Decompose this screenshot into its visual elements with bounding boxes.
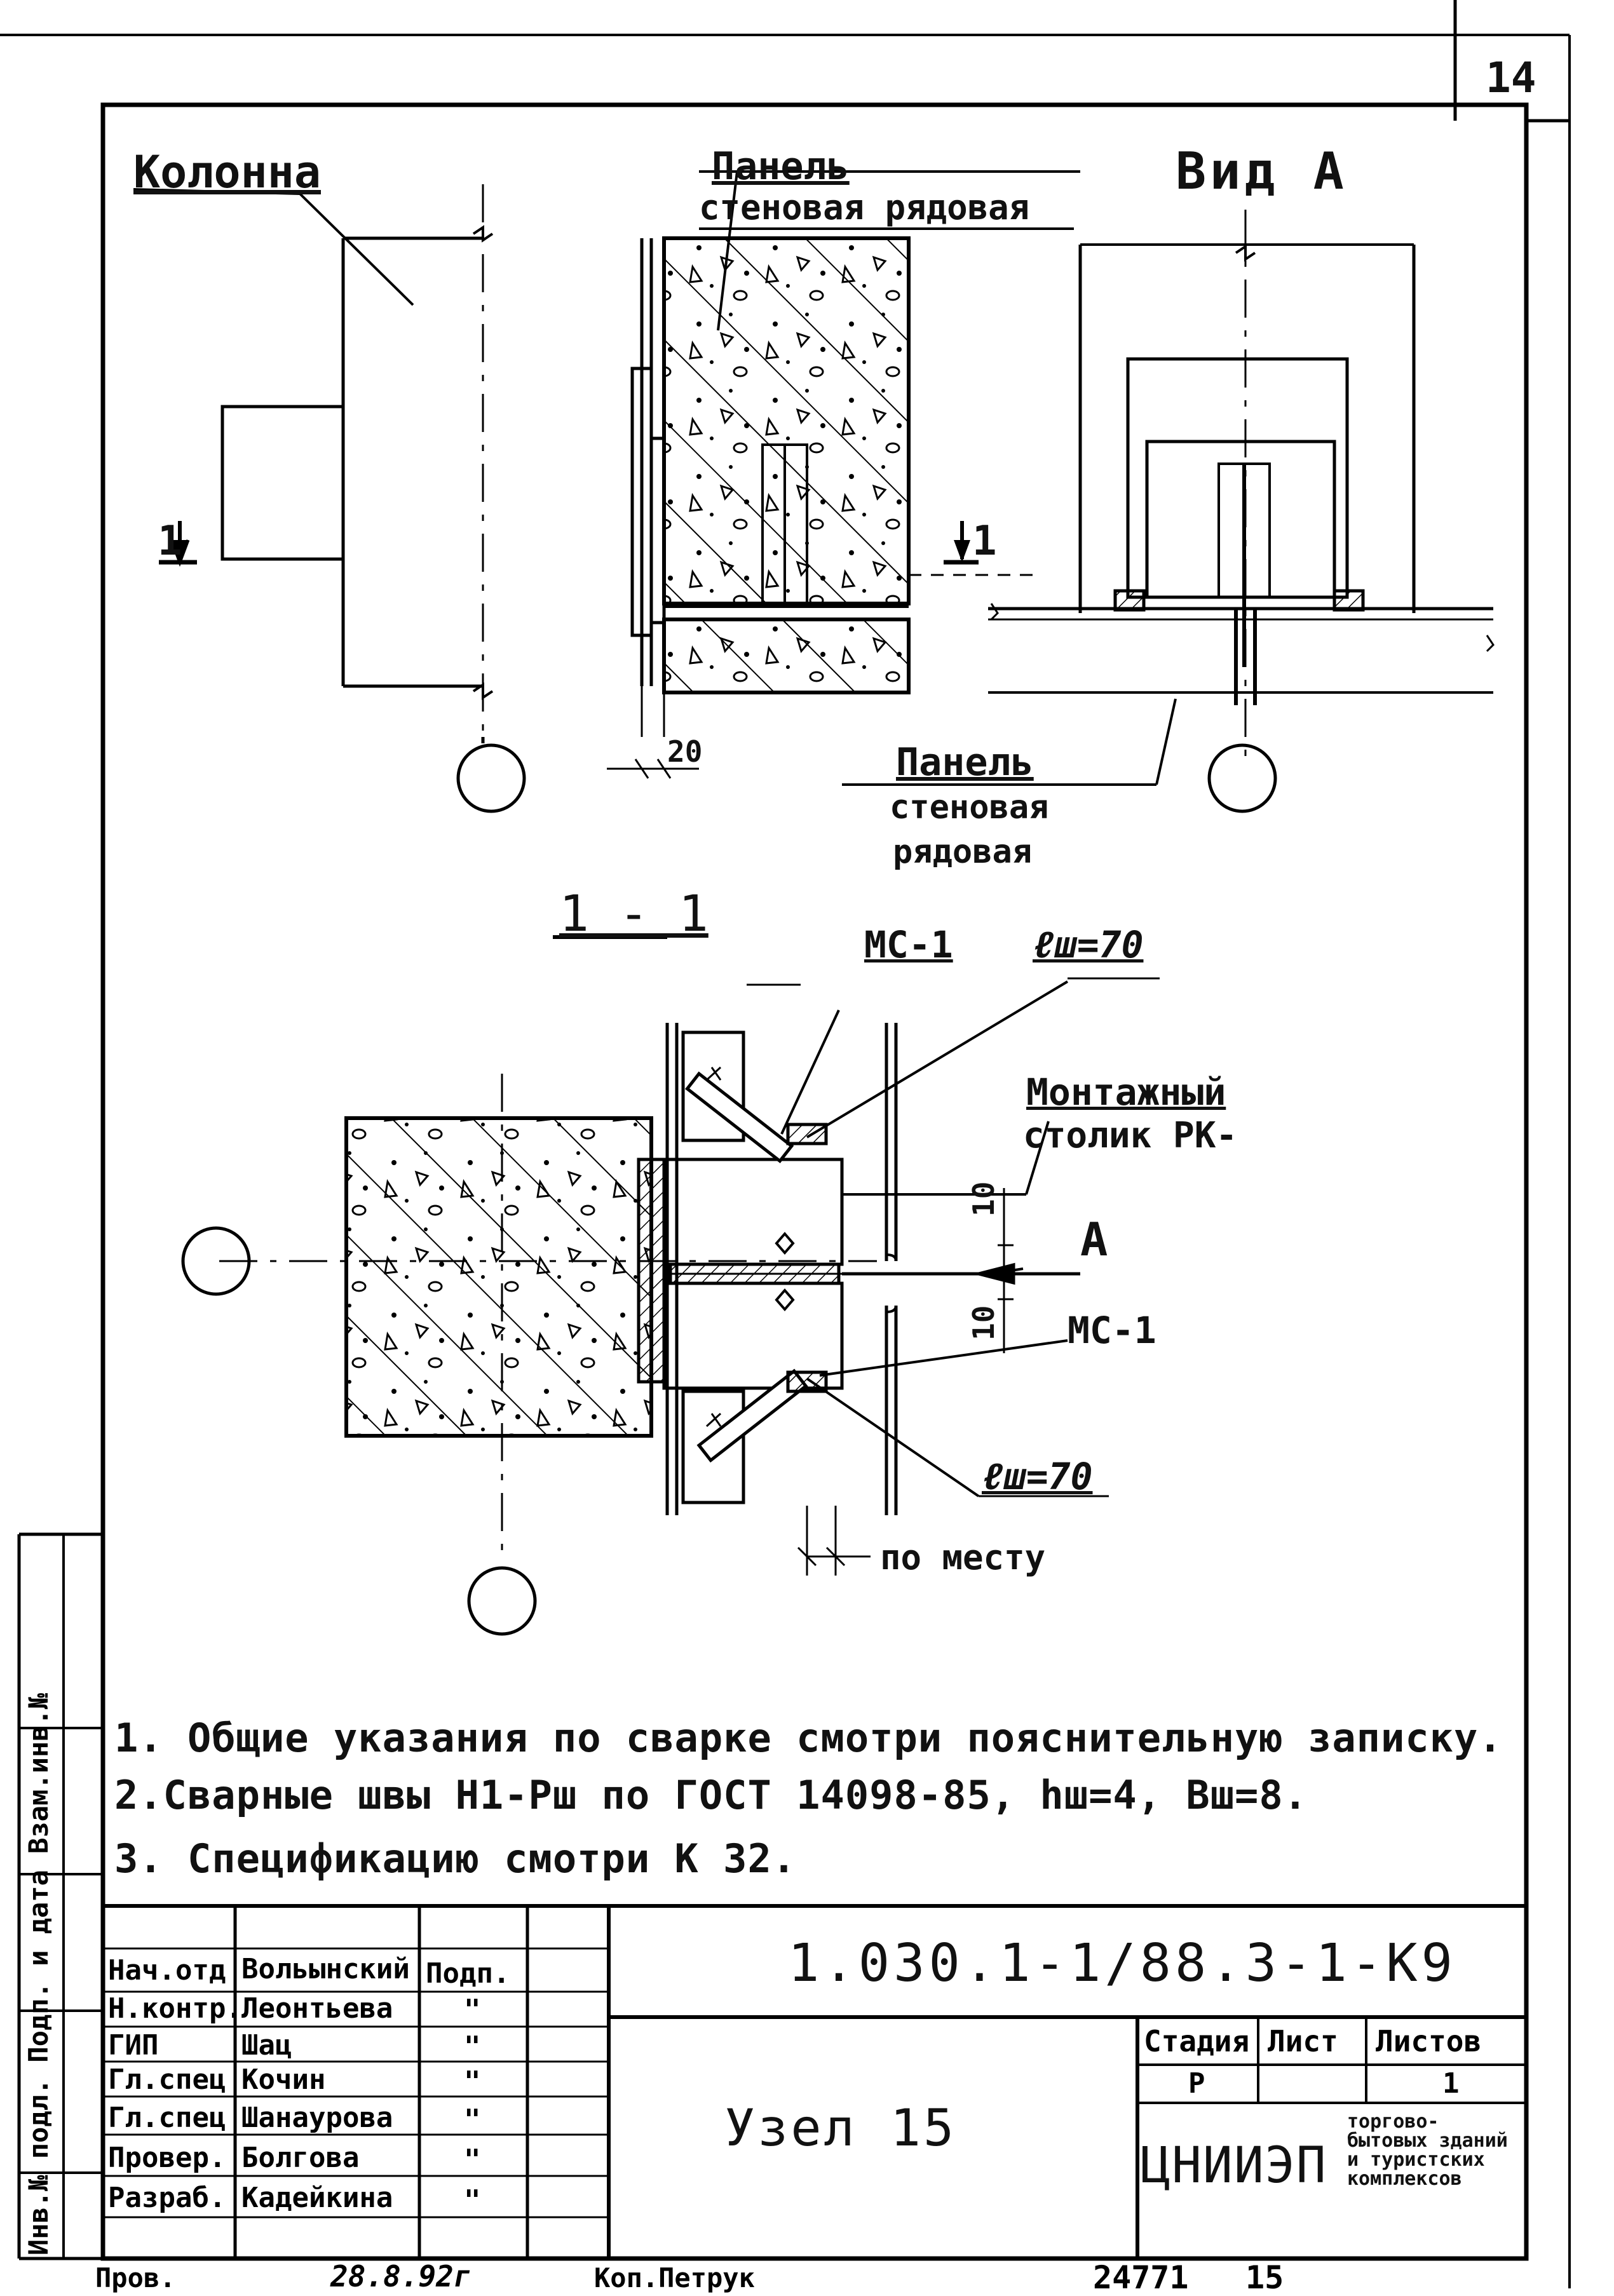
section-marker-right: 1 [972, 518, 997, 565]
tb-role-4: Гл.спец [108, 2102, 226, 2134]
tb-name-2: Шац [241, 2029, 292, 2062]
tb-role-0: Нач.отд [108, 1954, 226, 1987]
section-marker-left: 1 [158, 518, 182, 565]
tb-name-6: Кадейкина [241, 2182, 393, 2214]
mc1-top-label: МС-1 [864, 923, 953, 966]
tb-name-1: Леонтьева [241, 1992, 393, 2025]
sheet-header: Лист [1268, 2024, 1338, 2058]
footer-format: 15 [1245, 2259, 1284, 2296]
footer-copied: Коп.Петрук [594, 2262, 755, 2293]
tb-role-3: Гл.спец [108, 2063, 226, 2096]
weld-length-bottom-label: ℓш=70 [982, 1455, 1093, 1498]
panel-right-label-line2: стеновая [890, 788, 1049, 827]
tb-sign-4: " [464, 2104, 481, 2136]
note-1: 1. Общие указания по сварке смотри поясн… [114, 1715, 1503, 1761]
panel-right-label-line1: Панель [896, 740, 1034, 785]
tb-name-4: Шанаурова [241, 2102, 393, 2134]
footer-checked: Пров. [95, 2262, 176, 2293]
view-a-elevation [842, 210, 1495, 813]
tb-role-6: Разраб. [108, 2182, 226, 2214]
tb-sign-3: " [464, 2065, 481, 2098]
panel-right-label-line3: рядовая [893, 833, 1033, 871]
stage-header: Стадия [1144, 2024, 1250, 2058]
view-a-arrow-label: А [1080, 1213, 1108, 1266]
drawing-title: Узел 15 [724, 2098, 957, 2158]
tb-name-0: Вольынский [241, 1953, 410, 1985]
sheet-number: 14 [1486, 53, 1536, 102]
panel-top-label-line2: стеновая рядовая [699, 187, 1030, 227]
document-code: 1.030.1-1/88.3-1-К9 [788, 1933, 1456, 1994]
footer-signature-date: 28.8.92г [330, 2259, 471, 2293]
note-2: 2.Сварные швы Н1-Рш по ГОСТ 14098-85, hш… [114, 1772, 1308, 1818]
side-stamp: Инв.№ подл. Подп. и дата Взам.инв.№ [23, 1692, 54, 2255]
mounting-table-label-line1: Монтажный [1026, 1070, 1226, 1114]
tb-name-5: Болгова [241, 2142, 360, 2174]
mounting-table-label-line2: столик РК- [1023, 1115, 1238, 1156]
footer-archive-number: 24771 [1093, 2259, 1189, 2296]
dim-10-bottom-label: 10 [966, 1305, 1001, 1340]
tb-sign-1: " [464, 1994, 481, 2026]
title-block-grid [103, 1904, 1526, 2259]
column-elevation [133, 184, 526, 813]
organization-name: ЦНИИЭП [1141, 2137, 1327, 2194]
sheets-header: Листов [1376, 2024, 1482, 2058]
section-title: 1 - 1 [559, 886, 709, 943]
view-a-title: Вид А [1176, 142, 1348, 201]
panel-top-label-line1: Панель [712, 144, 850, 189]
tb-name-3: Кочин [241, 2063, 326, 2096]
tb-role-5: Провер. [108, 2142, 226, 2174]
tb-role-2: ГИП [108, 2029, 159, 2062]
organization-subtitle: торгово-бытовых зданий и туристских комп… [1347, 2110, 1508, 2190]
tb-sign-0: Подп. [426, 1957, 510, 1990]
section-1-1 [181, 935, 1160, 1636]
sheets-value: 1 [1442, 2067, 1460, 2100]
dim-10-top-label: 10 [966, 1181, 1001, 1217]
mc1-bottom-label: МС-1 [1068, 1309, 1156, 1352]
tb-sign-2: " [464, 2030, 481, 2063]
sheet-frame [0, 0, 1571, 2288]
tb-role-1: Н.контр. [108, 1992, 243, 2025]
weld-length-top-label: ℓш=70 [1033, 923, 1144, 966]
column-label: Колонна [133, 146, 322, 198]
stage-value: Р [1188, 2067, 1205, 2100]
panel-elevation [607, 170, 1080, 779]
note-3: 3. Спецификацию смотри К 32. [114, 1835, 797, 1882]
tb-sign-6: " [464, 2184, 481, 2217]
dim-20-label: 20 [667, 734, 703, 769]
in-place-label: по месту [880, 1537, 1046, 1577]
tb-sign-5: " [464, 2144, 481, 2176]
